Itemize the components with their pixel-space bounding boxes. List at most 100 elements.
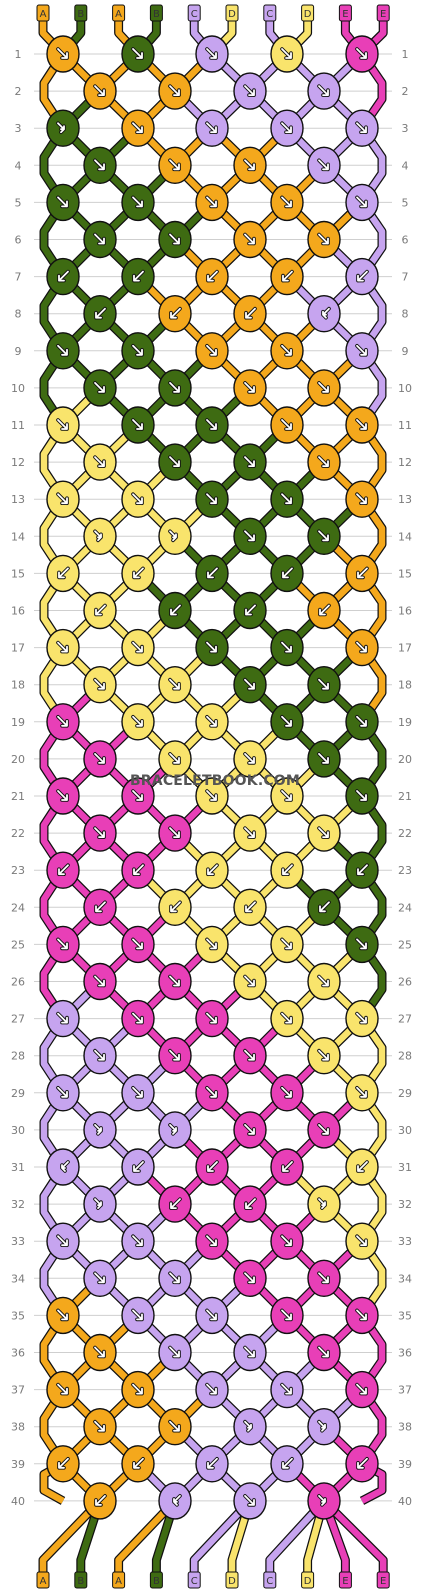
knot	[46, 1074, 80, 1112]
knot	[345, 554, 379, 593]
row-number-right: 25	[398, 938, 412, 951]
string-label-chip-bottom	[74, 1571, 88, 1589]
arrow-down-right-icon	[57, 493, 68, 505]
knot	[46, 628, 80, 667]
row-number-right: 14	[398, 530, 412, 543]
arrow-down-right-icon	[94, 1049, 105, 1061]
arrow-down-right-icon	[318, 159, 329, 171]
row-number-left: 12	[11, 456, 25, 469]
knot	[158, 1482, 192, 1520]
bottom-string-end	[115, 1498, 178, 1572]
arrow-down-right-icon	[57, 938, 68, 950]
knot	[158, 72, 192, 110]
arrow-down-right-icon	[94, 381, 105, 393]
arrow-down-left-icon	[133, 864, 144, 876]
knot	[233, 591, 267, 630]
arrow-down-right-icon	[57, 419, 68, 430]
string-label-chip-bottom	[112, 1571, 126, 1589]
knot	[121, 332, 155, 370]
arrow-down-left-icon	[245, 901, 256, 913]
arrow-down-right-icon	[244, 678, 255, 690]
string-label-chip-bottom	[225, 1571, 239, 1589]
string-label-top: D	[304, 9, 312, 20]
row-number-right: 35	[398, 1309, 412, 1322]
knot	[83, 369, 117, 407]
row-number-right: 7	[402, 271, 409, 284]
knot	[270, 554, 304, 593]
knot	[345, 1074, 379, 1112]
row-number-left: 1	[15, 48, 22, 61]
knot	[121, 554, 155, 593]
knot	[345, 480, 379, 518]
string-label-chip-bottom	[149, 1571, 163, 1589]
knot	[270, 109, 304, 147]
arrow-down-right-icon	[57, 790, 68, 801]
row-number-right: 13	[398, 493, 412, 506]
knot	[307, 1259, 341, 1298]
knot	[158, 1333, 192, 1372]
knot	[195, 925, 229, 964]
knot	[195, 851, 229, 889]
arrow-down-right-icon	[281, 122, 292, 134]
knot	[307, 1185, 341, 1223]
knot	[121, 1222, 155, 1260]
arrow-down-right-icon	[169, 381, 180, 393]
knot	[345, 628, 379, 667]
knot	[307, 517, 341, 555]
string-label-chip-top	[112, 4, 126, 22]
knot	[46, 925, 80, 964]
row-number-right: 2	[402, 85, 409, 98]
knot	[46, 851, 80, 889]
knot	[46, 554, 80, 593]
row-number-right: 29	[398, 1087, 412, 1100]
knot	[158, 591, 192, 630]
knot	[270, 703, 304, 741]
knot	[83, 1407, 117, 1446]
arrow-down-left-icon	[245, 604, 256, 616]
arrow-down-right-icon	[169, 1420, 180, 1432]
row-number-left: 15	[11, 567, 25, 580]
arrow-down-right-icon	[206, 344, 217, 356]
arrow-down-right-icon	[244, 975, 255, 987]
knot	[307, 295, 341, 333]
row-number-right: 10	[398, 382, 412, 395]
arrow-down-right-icon	[244, 1049, 255, 1061]
arrow-forward-backward-icon	[57, 122, 65, 134]
arrow-down-right-icon	[318, 678, 329, 690]
knot	[46, 35, 80, 73]
arrow-forward-backward-icon	[94, 530, 102, 542]
arrow-down-right-icon	[356, 938, 367, 950]
knot	[270, 1074, 304, 1112]
string-label-top: E	[380, 9, 386, 20]
string-label-chip-bottom	[263, 1571, 277, 1589]
knot	[233, 146, 267, 185]
arrow-down-right-icon	[94, 753, 105, 764]
knot	[307, 1111, 341, 1149]
arrow-down-right-icon	[132, 419, 143, 430]
arrow-down-right-icon	[244, 1346, 255, 1358]
row-number-left: 35	[11, 1309, 25, 1322]
knot	[46, 1370, 80, 1409]
knot	[158, 1111, 192, 1149]
arrow-down-left-icon	[282, 1161, 293, 1172]
bottom-string-end	[153, 1499, 179, 1572]
arrow-down-right-icon	[206, 48, 217, 59]
arrow-down-right-icon	[94, 456, 105, 468]
arrow-down-right-icon	[356, 1012, 367, 1024]
knot	[195, 1148, 229, 1186]
string-label-bottom: B	[153, 1576, 160, 1587]
knot	[83, 962, 117, 1001]
arrow-down-left-icon	[170, 307, 181, 319]
knot	[233, 666, 267, 704]
knot	[121, 257, 155, 296]
knot	[233, 220, 267, 259]
arrow-down-right-icon	[356, 493, 367, 505]
bottom-string-end	[304, 1500, 328, 1572]
row-number-left: 10	[11, 382, 25, 395]
knot	[270, 851, 304, 889]
arrow-down-right-icon	[206, 641, 217, 653]
knot	[158, 814, 192, 852]
row-number-left: 33	[11, 1235, 25, 1248]
